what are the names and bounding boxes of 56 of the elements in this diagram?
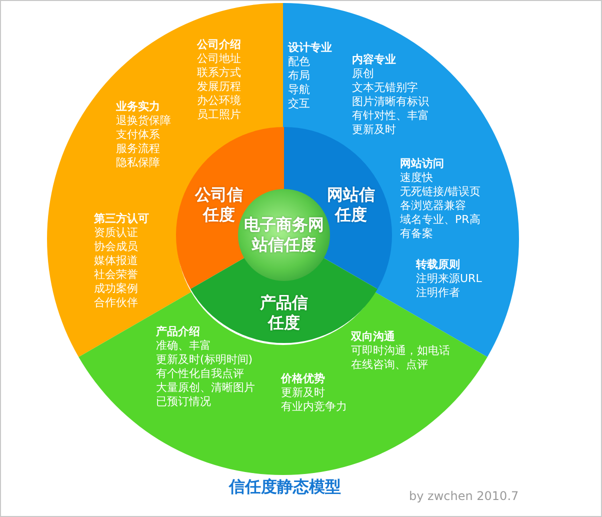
group-heading: 设计专业 xyxy=(288,41,332,55)
list-item: 社会荣誉 xyxy=(94,268,138,282)
list-item: 在线咨询、点评 xyxy=(351,358,428,372)
list-item: 大量原创、清晰图片 xyxy=(156,381,255,395)
list-item: 速度快 xyxy=(400,171,433,185)
list-item: 联系方式 xyxy=(197,66,241,80)
list-item: 交互 xyxy=(288,97,310,111)
list-item: 域名专业、PR高 xyxy=(400,213,480,227)
list-item: 发展历程 xyxy=(197,80,241,94)
list-item: 图片清晰有标识 xyxy=(352,95,429,109)
list-item: 支付体系 xyxy=(116,128,160,142)
list-item: 注明作者 xyxy=(416,286,460,300)
list-item: 有业内竞争力 xyxy=(281,400,347,414)
list-item: 已预订情况 xyxy=(156,395,211,409)
author-note: by zwchen 2010.7 xyxy=(409,489,519,503)
list-item: 更新及时(标明时间) xyxy=(156,353,253,367)
group-heading: 公司介绍 xyxy=(197,38,241,52)
segment-label: 公司信任度 xyxy=(194,185,244,225)
list-item: 退换货保障 xyxy=(116,114,171,128)
list-item: 原创 xyxy=(352,67,374,81)
group-heading: 产品介绍 xyxy=(156,325,200,339)
list-item: 资质认证 xyxy=(94,226,138,240)
list-item: 协会成员 xyxy=(94,240,138,254)
list-item: 准确、丰富 xyxy=(156,339,211,353)
segment-label: 网站信任度 xyxy=(326,185,376,225)
group-heading: 内容专业 xyxy=(352,53,396,67)
list-item: 员工照片 xyxy=(197,108,241,122)
group-heading: 价格优势 xyxy=(281,372,325,386)
list-item: 隐私保障 xyxy=(116,156,160,170)
group-heading: 转载原则 xyxy=(416,258,460,272)
diagram-title: 信任度静态模型 xyxy=(229,477,341,498)
list-item: 服务流程 xyxy=(116,142,160,156)
list-item: 导航 xyxy=(288,83,310,97)
list-item: 各浏览器兼容 xyxy=(400,199,466,213)
list-item: 无死链接/错误页 xyxy=(400,185,481,199)
list-item: 有个性化自我点评 xyxy=(156,367,244,381)
list-item: 有针对性、丰富 xyxy=(352,109,429,123)
list-item: 注明来源URL xyxy=(416,272,482,286)
list-item: 更新及时 xyxy=(352,123,396,137)
list-item: 更新及时 xyxy=(281,386,325,400)
segment-label: 产品信任度 xyxy=(259,293,309,333)
list-item: 媒体报道 xyxy=(94,254,138,268)
list-item: 办公环境 xyxy=(197,94,241,108)
group-heading: 业务实力 xyxy=(116,100,160,114)
list-item: 文本无错别字 xyxy=(352,81,418,95)
list-item: 公司地址 xyxy=(197,52,241,66)
list-item: 成功案例 xyxy=(94,282,138,296)
list-item: 配色 xyxy=(288,55,310,69)
center-label: 电子商务网站信任度 xyxy=(243,215,325,255)
group-heading: 双向沟通 xyxy=(351,330,395,344)
list-item: 有备案 xyxy=(400,227,433,241)
list-item: 可即时沟通，如电话 xyxy=(351,344,450,358)
group-heading: 网站访问 xyxy=(400,157,444,171)
list-item: 合作伙伴 xyxy=(94,296,138,310)
group-heading: 第三方认可 xyxy=(94,212,149,226)
list-item: 布局 xyxy=(288,69,310,83)
